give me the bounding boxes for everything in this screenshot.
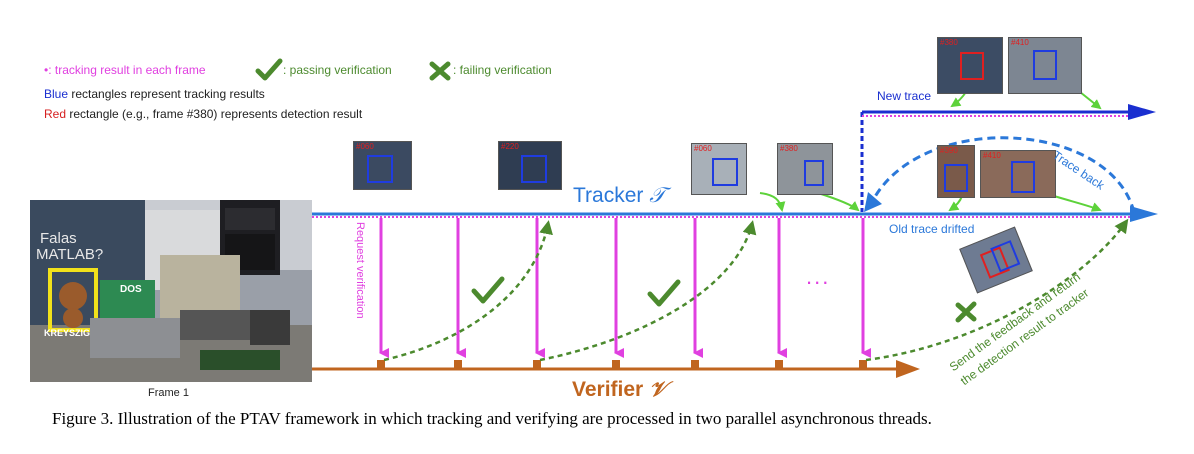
tracking-box (1011, 161, 1035, 193)
dos-label: DOS (120, 284, 142, 295)
legend-dot-item: •: tracking result in each frame (44, 63, 206, 77)
tracker-label: Tracker 𝒯 (573, 183, 665, 208)
verifier-arrowhead (896, 360, 920, 378)
cross-icon (429, 61, 451, 81)
thumbnail: #390 (937, 145, 975, 198)
thumbnail: #060 (353, 141, 412, 190)
cross-icon (955, 301, 977, 323)
tracking-box (1033, 50, 1057, 80)
check-icon (471, 276, 505, 304)
thumbnail: #220 (498, 141, 562, 190)
verifier-marker (691, 360, 699, 368)
tracking-box (712, 158, 738, 186)
thumb-arrow (817, 192, 860, 212)
thumbnail: #410 (1008, 37, 1082, 94)
frame-number: #410 (1011, 38, 1029, 47)
frame1-photo: Falas MATLAB? DOS KREYSZIG (30, 200, 312, 382)
tracker-word: Tracker (573, 184, 644, 207)
check-icon (255, 58, 283, 81)
old-trace-label: Old trace drifted (889, 222, 975, 236)
check-icon (647, 279, 681, 307)
frame-number: #060 (356, 142, 374, 151)
red-legend: Red rectangle (e.g., frame #380) represe… (44, 107, 362, 121)
new-trace-arrowhead (1128, 104, 1156, 120)
frame1-label: Frame 1 (148, 387, 189, 399)
trace-back-arc (870, 136, 1136, 213)
thumb-arrow (948, 195, 963, 212)
verifier-marker (533, 360, 541, 368)
detection-box (960, 52, 984, 80)
verifier-marker (859, 360, 867, 368)
frame-number: #410 (983, 151, 1001, 160)
frame1-scene (30, 200, 312, 382)
tracking-box (367, 155, 393, 183)
request-verification-label: Request verification (354, 222, 366, 319)
trace-back-arrowhead (864, 192, 882, 212)
thumb-arrow (950, 91, 967, 108)
verifier-marker (775, 360, 783, 368)
dot-legend-text: : tracking result in each frame (48, 63, 206, 77)
tracking-box (804, 160, 824, 186)
thumbnail: #380 (937, 37, 1003, 94)
frame-number: #060 (694, 144, 712, 153)
blue-legend: Blue rectangles represent tracking resul… (44, 87, 265, 101)
book-title-2: MATLAB? (36, 246, 104, 263)
verifier-marker (612, 360, 620, 368)
blue-word: Blue (44, 87, 69, 101)
book-title-1: Falas (40, 230, 77, 247)
kreyszig-label: KREYSZIG (44, 328, 91, 338)
verifier-marker (454, 360, 462, 368)
thumbnail: #380 (777, 143, 833, 195)
tracking-box (521, 155, 547, 183)
figure-caption: Figure 3. Illustration of the PTAV frame… (52, 409, 932, 428)
tracking-box (944, 164, 968, 192)
thumb-arrow (1053, 195, 1102, 212)
thumbnail: #060 (691, 143, 747, 195)
feedback-arc-3 (865, 218, 1129, 362)
thumb-arrow (1079, 91, 1102, 110)
new-trace-label: New trace (877, 89, 932, 103)
verifier-word: Verifier (572, 378, 644, 401)
fail-legend-text: : failing verification (453, 63, 552, 77)
tracker-symbol: 𝒯 (649, 183, 666, 207)
pass-legend-text: : passing verification (283, 63, 392, 77)
blue-legend-rest: rectangles represent tracking results (68, 87, 265, 101)
frame-number: #220 (501, 142, 519, 151)
verifier-symbol: 𝒱 (649, 376, 667, 401)
frame-number: #380 (780, 144, 798, 153)
verifier-marker (377, 360, 385, 368)
tracker-arrowhead (1130, 206, 1158, 222)
feedback-arc-1 (383, 220, 553, 362)
thumbnail: #410 (980, 150, 1056, 198)
frame-number: #390 (940, 146, 958, 155)
feedback-arc-2 (539, 220, 757, 362)
request-arrows (379, 218, 871, 358)
ellipsis: ... (806, 264, 831, 289)
verifier-label: Verifier 𝒱 (572, 376, 667, 402)
frame-number: #380 (940, 38, 958, 47)
red-word: Red (44, 107, 67, 121)
verifier-markers (377, 360, 867, 368)
thumb-arrow (759, 192, 786, 212)
dot-symbol: • (44, 63, 49, 77)
red-legend-rest: rectangle (e.g., frame #380) represents … (66, 107, 363, 121)
